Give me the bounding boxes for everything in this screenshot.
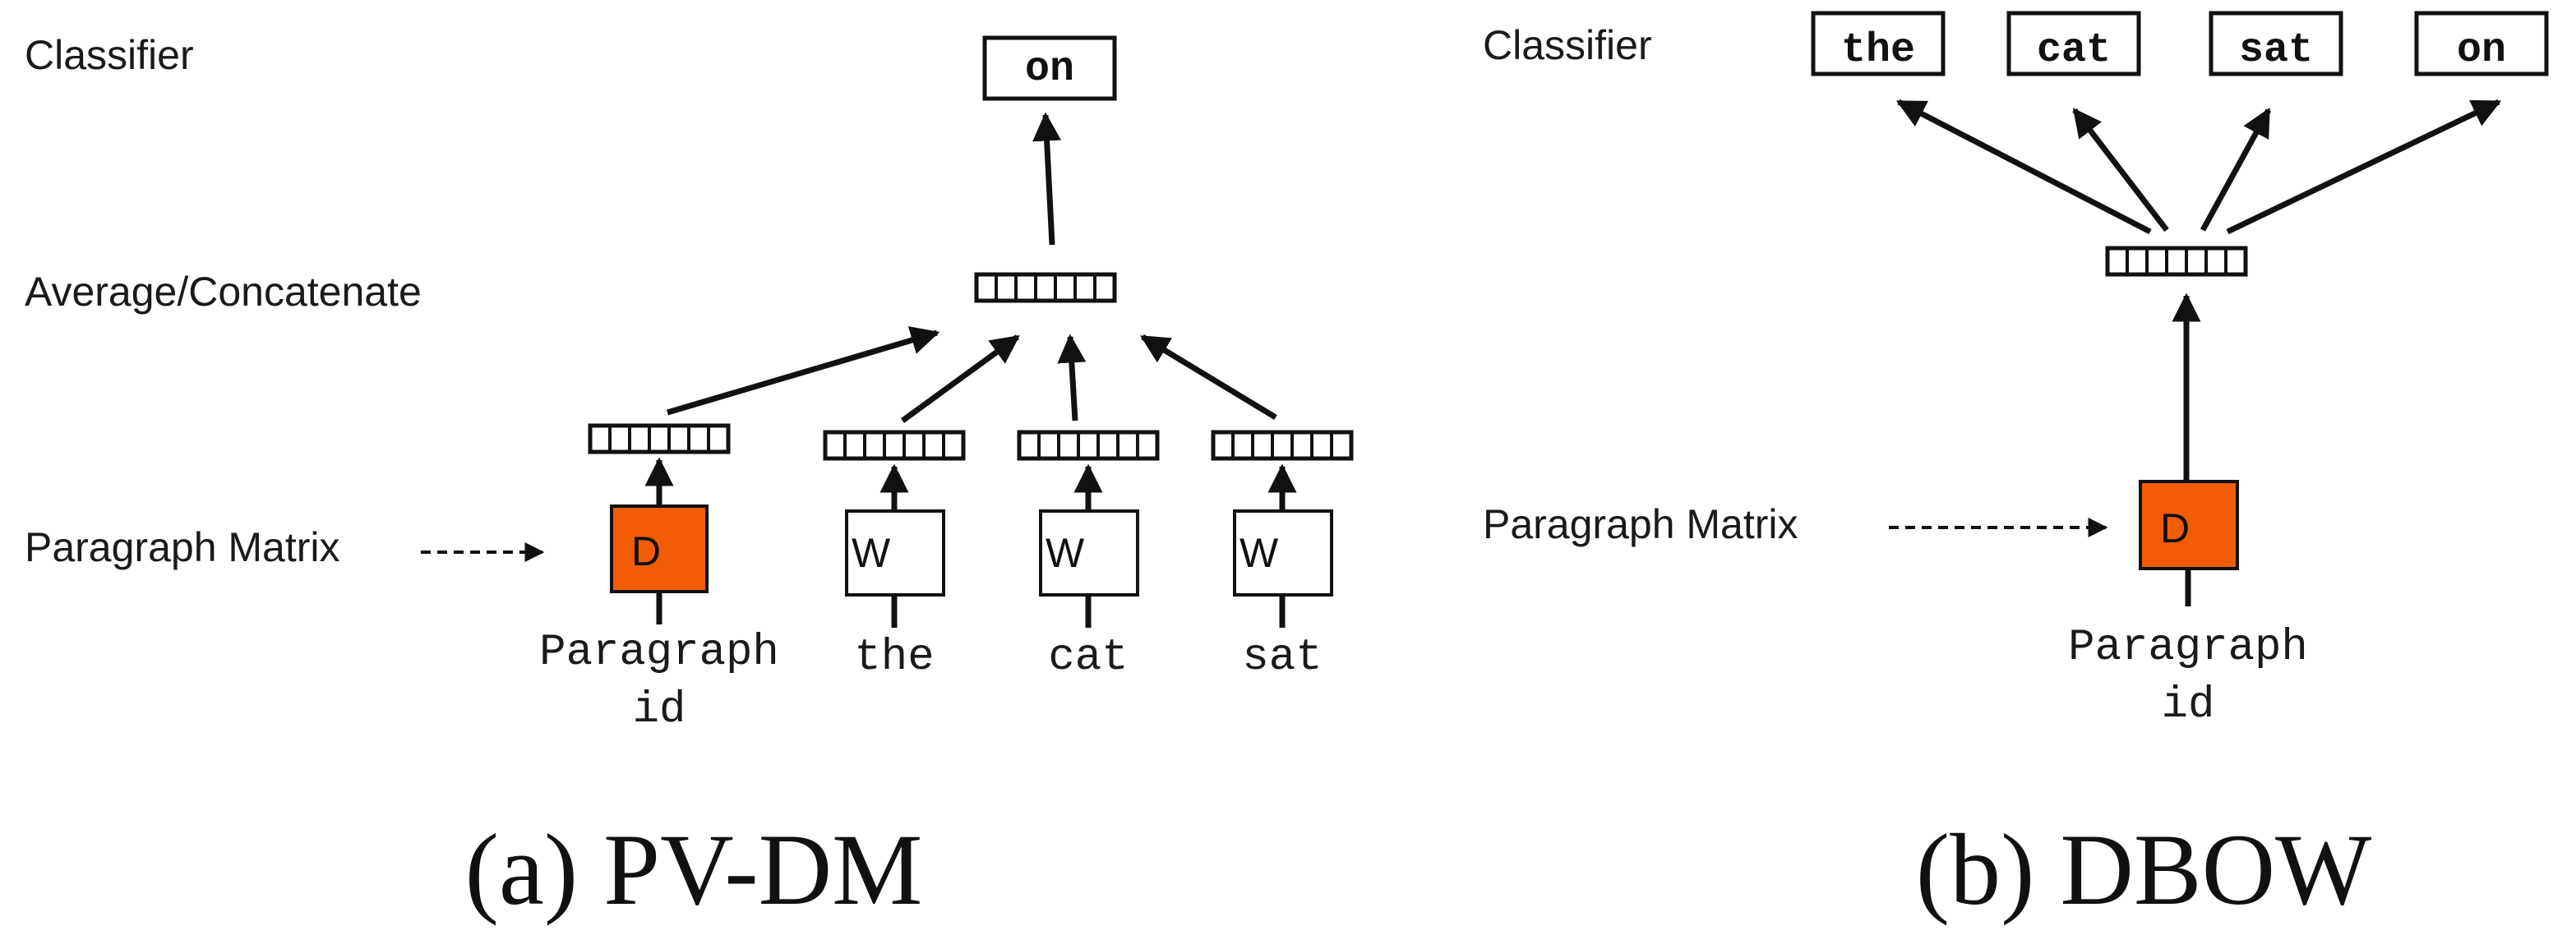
row-label-paragraph-matrix: Paragraph Matrix (25, 524, 340, 570)
edge-vector-to-sat (2200, 107, 2272, 232)
panel-dbow: Classifier Paragraph Matrix the cat sat … (1483, 11, 2549, 926)
output-box-the (1811, 11, 1946, 76)
edge-vector-to-on (2226, 99, 2502, 235)
edge-paragraph-to-average (667, 326, 940, 416)
word-box-letter-cat: W (1046, 530, 1085, 576)
input-word-sat: sat (1242, 633, 1322, 683)
paragraph-label-line2: id (633, 685, 686, 735)
paragraph-label-line2-b: id (2162, 680, 2215, 730)
output-word-the: the (1841, 27, 1915, 74)
output-box-on (982, 35, 1117, 101)
vector-frame (588, 423, 731, 454)
word-matrix-box-the (845, 509, 945, 597)
output-word-sat: sat (2239, 27, 2313, 74)
paragraph-label-line1-b: Paragraph (2068, 623, 2308, 673)
edge-cat-to-average (1057, 334, 1087, 422)
output-box-on-b (2414, 11, 2549, 76)
row-label-paragraph-matrix-b: Paragraph Matrix (1483, 501, 1798, 547)
output-word-on-b: on (2457, 27, 2506, 74)
paragraph-vector-b (2105, 246, 2248, 277)
edge-vector-to-cat (2072, 108, 2169, 233)
caption-pv-dm: (a) PV-DM (465, 813, 923, 926)
input-word-cat: cat (1048, 633, 1128, 683)
average-vector (974, 272, 1117, 303)
output-word-on: on (1025, 46, 1074, 93)
word-vector-sat (1211, 430, 1354, 461)
vector-frame (1017, 430, 1160, 461)
paragraph-box-letter: D (631, 528, 661, 574)
row-label-classifier: Classifier (25, 32, 194, 78)
vector-frame (823, 430, 966, 461)
output-box-cat (2006, 11, 2141, 76)
edge-the-to-average (900, 334, 1020, 423)
paragraph-vector (588, 423, 731, 454)
caption-dbow: (b) DBOW (1916, 813, 2371, 926)
word-matrix-box-sat (1233, 509, 1333, 597)
word-vector-cat (1017, 430, 1160, 461)
paragraph-box-letter-b: D (2160, 505, 2190, 551)
output-word-cat: cat (2037, 27, 2111, 74)
input-word-the: the (854, 633, 934, 683)
vector-frame (2105, 246, 2248, 277)
word-box-letter-sat: W (1240, 530, 1279, 576)
row-label-average-concatenate: Average/Concatenate (25, 269, 422, 315)
output-box-sat (2209, 11, 2343, 76)
edge-vector-to-the (1895, 99, 2152, 235)
edge-sat-to-average (1140, 334, 1277, 420)
edge-average-to-output (1032, 112, 1062, 246)
word-matrix-box-cat (1039, 509, 1139, 597)
panel-pv-dm: Classifier Average/Concatenate Paragraph… (25, 32, 1354, 926)
word-vector-the (823, 430, 966, 461)
vector-frame (1211, 430, 1354, 461)
paragraph-label-line1: Paragraph (539, 628, 779, 678)
vector-frame (974, 272, 1117, 303)
row-label-classifier-b: Classifier (1483, 22, 1652, 68)
word-box-letter-the: W (852, 530, 891, 576)
